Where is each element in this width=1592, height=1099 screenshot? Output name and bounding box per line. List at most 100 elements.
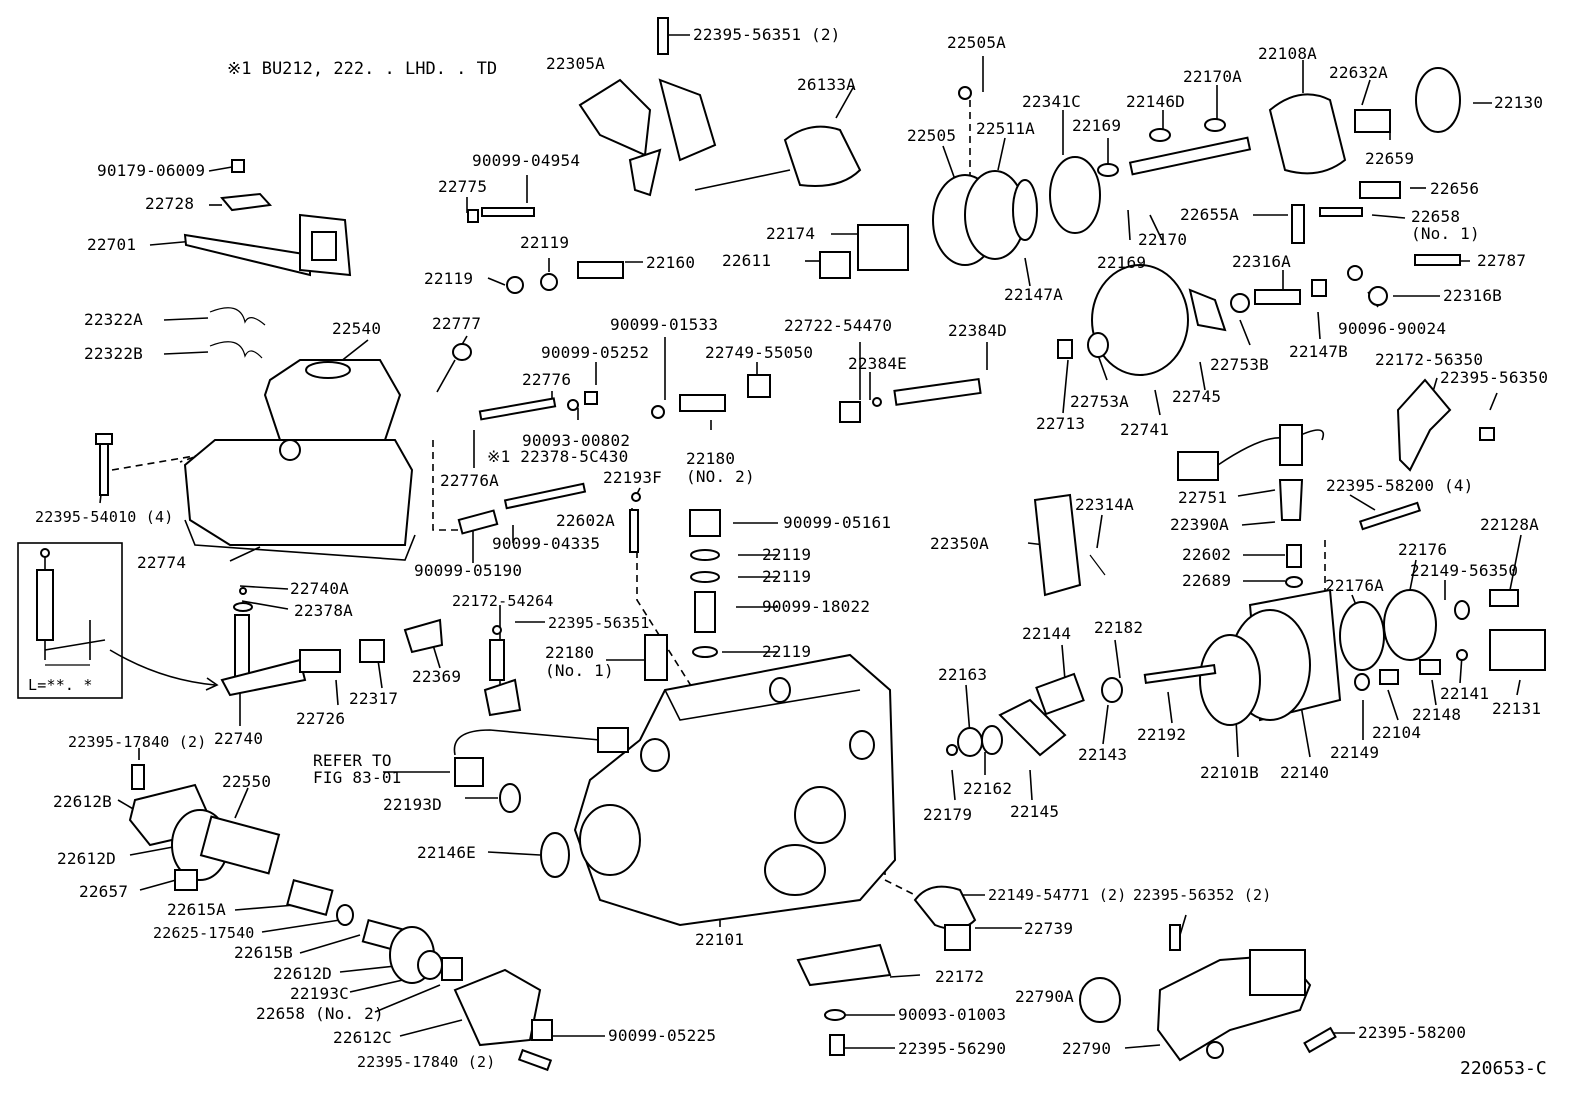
part-label: 22322A bbox=[84, 310, 143, 329]
part-label: 22726 bbox=[296, 709, 346, 728]
part-label: 22149 bbox=[1330, 743, 1380, 762]
part-label: 22163 bbox=[938, 665, 988, 684]
applicability-note: ※1 BU212, 222. . LHD. . TD bbox=[227, 59, 498, 79]
part-label: 22131 bbox=[1492, 699, 1542, 718]
part-label: 22172-54264 bbox=[452, 592, 554, 610]
part-label: 22776 bbox=[522, 370, 572, 389]
part-label: 22130 bbox=[1494, 93, 1544, 112]
part-label: 22146D bbox=[1126, 92, 1185, 111]
part-label: 22169 bbox=[1072, 116, 1122, 135]
part-label: 22144 bbox=[1022, 624, 1072, 643]
part-label: 22384E bbox=[848, 354, 907, 373]
part-label: 22176A bbox=[1325, 576, 1384, 595]
part-label: 22119 bbox=[520, 233, 570, 252]
part-label: 22615B bbox=[234, 943, 293, 962]
refer-note: REFER TO FIG 83-01 bbox=[313, 751, 402, 787]
part-label: 22777 bbox=[432, 314, 482, 333]
part-label: 22369 bbox=[412, 667, 462, 686]
part-label: 22119 bbox=[762, 545, 812, 564]
part-label: 22101 bbox=[695, 930, 745, 949]
part-label: 22193D bbox=[383, 795, 442, 814]
part-label: 22540 bbox=[332, 319, 382, 338]
part-label: 22658 (No. 2) bbox=[256, 1004, 384, 1023]
part-label: 22790 bbox=[1062, 1039, 1112, 1058]
inset-dimension-label: L=**. * bbox=[28, 676, 93, 694]
part-label: 22170 bbox=[1138, 230, 1188, 249]
part-label: 22790A bbox=[1015, 987, 1074, 1006]
part-label: 22625-17540 bbox=[153, 924, 255, 942]
part-label: 22180 bbox=[686, 449, 736, 468]
part-label: 22146E bbox=[417, 843, 476, 862]
part-label: 22689 bbox=[1182, 571, 1232, 590]
part-label: 22701 bbox=[87, 235, 137, 254]
part-label: 90179-06009 bbox=[97, 161, 206, 180]
part-label: 22602A bbox=[556, 511, 615, 530]
parts bbox=[95, 17, 1546, 1072]
part-label: 22776A bbox=[440, 471, 499, 490]
part-label: 22722-54470 bbox=[784, 316, 893, 335]
part-label: 22140 bbox=[1280, 763, 1330, 782]
part-label: 22322B bbox=[84, 344, 143, 363]
part-label: 22193F bbox=[603, 468, 662, 487]
part-label: (No. 1) bbox=[1411, 224, 1480, 243]
diagram-code: 220653-C bbox=[1460, 1058, 1547, 1079]
part-label: 22740A bbox=[290, 579, 349, 598]
part-label: 22174 bbox=[766, 224, 816, 243]
part-label: 22395-17840 (2) bbox=[68, 733, 207, 751]
part-label: 22101B bbox=[1200, 763, 1259, 782]
part-label: 22611 bbox=[722, 251, 772, 270]
part-label: 22656 bbox=[1430, 179, 1480, 198]
part-label: 22149-56350 bbox=[1410, 561, 1519, 580]
part-label: 22775 bbox=[438, 177, 488, 196]
part-label: 22162 bbox=[963, 779, 1013, 798]
part-label: 22143 bbox=[1078, 745, 1128, 764]
part-label: 22160 bbox=[646, 253, 696, 272]
part-label: 22182 bbox=[1094, 618, 1144, 637]
part-label: 22305A bbox=[546, 54, 605, 73]
part-label: 22632A bbox=[1329, 63, 1388, 82]
part-label: 22395-58200 bbox=[1358, 1023, 1467, 1042]
part-label: 22753A bbox=[1070, 392, 1129, 411]
part-label: 22739 bbox=[1024, 919, 1074, 938]
part-label: 90099-01533 bbox=[610, 315, 719, 334]
part-label: ※1 22378-5C430 bbox=[487, 447, 629, 466]
part-label: 22505 bbox=[907, 126, 957, 145]
part-label: 22193C bbox=[290, 984, 349, 1003]
part-label: 22395-54010 (4) bbox=[35, 508, 174, 526]
part-label: 22119 bbox=[424, 269, 474, 288]
part-label: 22108A bbox=[1258, 44, 1317, 63]
part-label: (NO. 2) bbox=[686, 467, 755, 486]
part-label: 22395-56352 (2) bbox=[1133, 886, 1272, 904]
part-label: 22612B bbox=[53, 792, 112, 811]
part-label: 22612D bbox=[57, 849, 116, 868]
part-label: 22787 bbox=[1477, 251, 1527, 270]
part-label: 22395-56351 bbox=[548, 614, 650, 632]
part-label: 22511A bbox=[976, 119, 1035, 138]
part-label: 22192 bbox=[1137, 725, 1187, 744]
part-label: 22128A bbox=[1480, 515, 1539, 534]
part-label: 22740 bbox=[214, 729, 264, 748]
part-label: 22316B bbox=[1443, 286, 1502, 305]
part-label: 22314A bbox=[1075, 495, 1134, 514]
part-label: 22395-56290 bbox=[898, 1039, 1007, 1058]
part-label: 22170A bbox=[1183, 67, 1242, 86]
part-label: 22316A bbox=[1232, 252, 1291, 271]
part-label: 90093-00802 bbox=[522, 431, 631, 450]
part-label: 22749-55050 bbox=[705, 343, 814, 362]
part-label: 22384D bbox=[948, 321, 1007, 340]
part-label: 22119 bbox=[762, 567, 812, 586]
part-label: 22753B bbox=[1210, 355, 1269, 374]
part-label: 90099-05190 bbox=[414, 561, 523, 580]
part-label: 22659 bbox=[1365, 149, 1415, 168]
part-label: 22615A bbox=[167, 900, 226, 919]
part-label: 22395-56350 bbox=[1440, 368, 1549, 387]
part-label: 22745 bbox=[1172, 387, 1222, 406]
part-label: 22741 bbox=[1120, 420, 1170, 439]
part-label: 22119 bbox=[762, 642, 812, 661]
part-label: 22655A bbox=[1180, 205, 1239, 224]
part-label: 26133A bbox=[797, 75, 856, 94]
part-label: 90099-04335 bbox=[492, 534, 601, 553]
part-label: 22149-54771 (2) bbox=[988, 886, 1127, 904]
part-label: 22612C bbox=[333, 1028, 392, 1047]
